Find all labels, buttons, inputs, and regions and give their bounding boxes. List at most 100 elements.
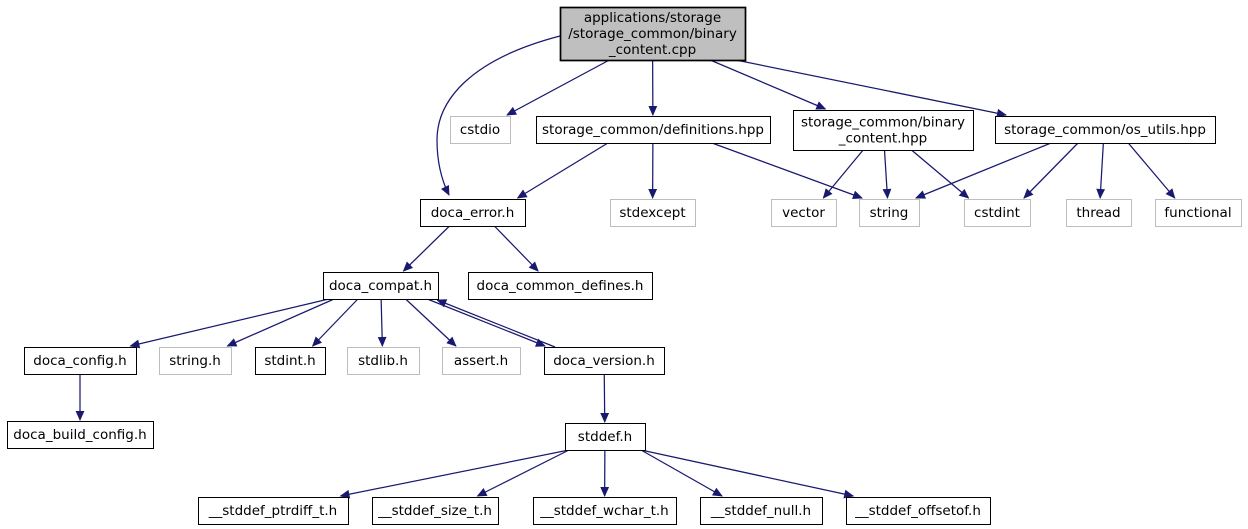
node-cstdint: cstdint [964,199,1031,227]
edge-stddef_h-to-stddef_size [476,449,570,497]
node-label-line: __stddef_size_t.h [377,503,492,519]
edges-layer [75,35,1176,499]
node-doca_common_defines_h[interactable]: doca_common_defines.h [468,272,653,300]
node-box[interactable] [793,110,974,151]
node-label-line: thread [1076,205,1120,221]
edge-stddef_h-to-stddef_ptrdiff [339,449,570,499]
node-doca_build_config_h[interactable]: doca_build_config.h [7,421,154,449]
node-box[interactable] [995,116,1216,144]
node-box[interactable] [420,199,526,227]
node-box[interactable] [565,423,646,451]
edge-doca_error_h-to-doca_common_defines_h [493,225,539,272]
node-box [964,199,1031,227]
node-label-line: _content.hpp [838,131,927,147]
node-stddef_h[interactable]: stddef.h [565,423,646,451]
edge-doca_compat_h-to-assert_h [405,298,457,347]
edge-os_utils_hpp-to-string [915,142,1052,199]
edge-doca_compat_h-to-string_h [226,298,335,347]
node-label-line: doca_error.h [431,205,515,221]
node-label-line: doca_common_defines.h [477,278,644,294]
node-thread: thread [1066,199,1132,227]
node-stdexcept: stdexcept [610,199,696,227]
node-label: assert.h [454,353,508,369]
node-box[interactable] [198,497,349,525]
node-string: string [859,199,920,227]
node-label-line: assert.h [454,353,508,369]
node-box[interactable] [7,421,154,449]
node-label: applications/storage/storage_common/bina… [568,10,737,58]
node-label: __stddef_ptrdiff_t.h [208,503,337,519]
node-label: doca_config.h [33,353,126,369]
node-label: doca_compat.h [329,278,432,294]
node-box[interactable] [536,116,771,144]
edge-doca_version_h-to-doca_compat_h [436,299,556,348]
edge-os_utils_hpp-to-functional [1127,142,1176,199]
node-label-line: string.h [169,353,221,369]
edge-cpp-to-os_utils_hpp [735,59,1007,118]
node-doca_config_h[interactable]: doca_config.h [24,347,137,375]
node-label: cstdint [974,205,1020,221]
edge-doca_error_h-to-doca_compat_h [402,225,450,272]
node-box[interactable] [468,272,653,300]
node-box[interactable] [24,347,137,375]
node-label-line: stdexcept [619,205,685,221]
node-label-line: functional [1164,205,1231,221]
node-doca_version_h[interactable]: doca_version.h [544,347,665,375]
node-label: __stddef_size_t.h [377,503,492,519]
node-functional: functional [1155,199,1242,227]
edge-binary_content_hpp-to-string [882,149,892,199]
node-label: storage_common/os_utils.hpp [1004,122,1206,138]
node-label: cstdio [460,122,500,138]
edge-binary_content_hpp-to-vector [822,149,864,199]
node-cstdio: cstdio [450,116,511,144]
node-box[interactable] [323,272,439,300]
node-stddef_wchar[interactable]: __stddef_wchar_t.h [533,497,677,525]
node-doca_error_h[interactable]: doca_error.h [420,199,526,227]
node-box[interactable] [700,497,823,525]
node-box [159,347,232,375]
node-box [1066,199,1132,227]
node-label: stdlib.h [358,353,408,369]
node-label-line: storage_common/binary [801,115,965,131]
node-box[interactable] [533,497,677,525]
node-definitions_hpp[interactable]: storage_common/definitions.hpp [536,116,771,144]
node-box [442,347,521,375]
node-stddef_size[interactable]: __stddef_size_t.h [372,497,499,525]
node-label: __stddef_offsetof.h [854,503,981,519]
node-label-line: doca_build_config.h [13,427,146,443]
node-stddef_ptrdiff[interactable]: __stddef_ptrdiff_t.h [198,497,349,525]
node-label: string [870,205,909,221]
node-box[interactable] [255,347,326,375]
node-binary_content_hpp[interactable]: storage_common/binary_content.hpp [793,110,974,151]
node-label-line: cstdint [974,205,1020,221]
node-label: doca_common_defines.h [477,278,644,294]
node-label-line: cstdio [460,122,500,138]
edge-cpp-to-cstdio [506,59,610,116]
node-label: functional [1164,205,1231,221]
node-box[interactable] [372,497,499,525]
node-os_utils_hpp[interactable]: storage_common/os_utils.hpp [995,116,1216,144]
edge-definitions_hpp-to-doca_error_h [516,142,609,199]
node-assert_h: assert.h [442,347,521,375]
node-string_h: string.h [159,347,232,375]
node-box [1155,199,1242,227]
node-label-line: stdlib.h [358,353,408,369]
node-label: storage_common/definitions.hpp [542,122,764,138]
node-label-line: doca_compat.h [329,278,432,294]
node-cpp: applications/storage/storage_common/bina… [559,6,747,62]
node-box[interactable] [846,497,991,525]
node-box [559,6,747,62]
edge-doca_version_h-to-stddef_h [600,373,610,423]
node-doca_compat_h[interactable]: doca_compat.h [323,272,439,300]
node-stddef_offsetof[interactable]: __stddef_offsetof.h [846,497,991,525]
node-stdint_h[interactable]: stdint.h [255,347,326,375]
node-stddef_null[interactable]: __stddef_null.h [700,497,823,525]
node-label-line: applications/storage [584,10,721,26]
edge-definitions_hpp-to-string [711,142,863,200]
node-box[interactable] [544,347,665,375]
node-label-line: stdint.h [264,353,315,369]
node-label: doca_error.h [431,205,515,221]
node-label: vector [782,205,825,221]
edge-stddef_h-to-stddef_null [640,449,723,497]
